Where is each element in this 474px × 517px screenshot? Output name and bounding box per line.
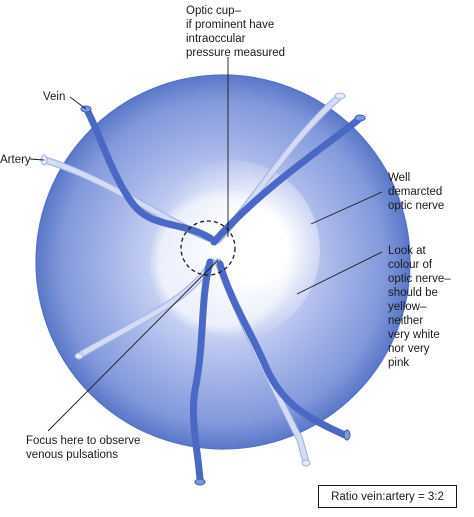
- optic-cup-outline: [180, 220, 236, 276]
- artery-cap-bottom-left: [74, 352, 84, 360]
- vein-cap-top: [354, 114, 366, 122]
- label-optic-cup: Optic cup– if prominent have intraoccula…: [186, 5, 285, 59]
- vein-lower-left: [189, 258, 214, 484]
- artery-cap-bottom-right: [301, 459, 311, 467]
- vein-upper-left: [84, 108, 214, 242]
- label-colour: Look at colour of optic nerve– should be…: [388, 245, 454, 369]
- leader-artery: [29, 158, 45, 161]
- vein-cap-bottom: [194, 478, 206, 486]
- optic-disc: [140, 160, 320, 340]
- vein-upper-right: [210, 116, 362, 246]
- artery-cap-top: [334, 92, 346, 100]
- vein-lower-right: [216, 260, 349, 439]
- label-artery: Artery: [0, 154, 31, 166]
- leader-colour: [296, 251, 383, 295]
- ratio-text: Ratio vein:artery = 3:2: [331, 490, 444, 503]
- vein-cap-bottom-right: [343, 429, 351, 441]
- leader-vein: [69, 96, 87, 110]
- ratio-box: Ratio vein:artery = 3:2: [318, 485, 457, 508]
- leader-focus: [47, 259, 219, 432]
- label-optic-nerve: Well demarcted optic nerve: [388, 172, 446, 212]
- veins: [84, 108, 362, 484]
- label-focus: Focus here to observe venous pulsations: [26, 435, 144, 461]
- leader-optic-nerve: [310, 191, 383, 225]
- label-vein: Vein: [43, 91, 65, 103]
